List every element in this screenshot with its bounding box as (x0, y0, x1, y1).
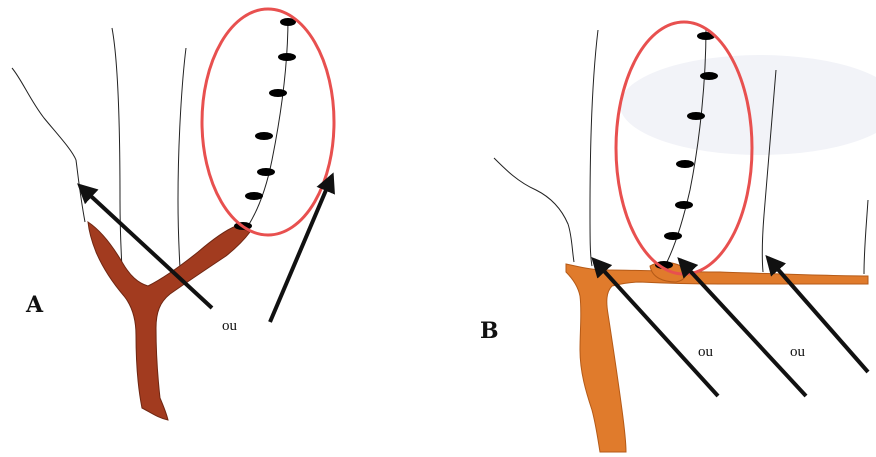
panel-a-arrow-right (270, 176, 332, 322)
panel-a-tissue-line-2 (178, 48, 186, 268)
panel-a-stitch (257, 168, 275, 176)
panel-b-letter: B (480, 318, 499, 344)
panel-a-highlight-ellipse (202, 9, 334, 235)
panel-b-stitch (700, 72, 718, 80)
panel-b-stitch (676, 160, 694, 168)
panel-a-ou-label: ou (222, 318, 238, 334)
panel-a-tissue-outline-left (12, 68, 85, 222)
panel-b-stitch (675, 201, 693, 209)
panel-b-tissue-outline-left (494, 158, 574, 262)
panel-b-stitch (687, 112, 705, 120)
panel-a-stitch (269, 89, 287, 97)
panel-a: ou A (12, 9, 334, 420)
panel-b-ou-label-1: ou (698, 344, 714, 360)
panel-b-tissue-line-3 (864, 200, 868, 274)
panel-b-ou-label-2: ou (790, 344, 806, 360)
panel-a-stitch (255, 132, 273, 140)
panel-a-stitch (245, 192, 263, 200)
panel-b: ou ou B (480, 22, 876, 452)
panel-b-vessel (566, 264, 868, 452)
panel-b-tissue-line-1 (590, 30, 598, 266)
panel-a-stitch (278, 53, 296, 61)
panel-b-stitch (664, 232, 682, 240)
panel-a-letter: A (25, 292, 44, 318)
panel-a-tissue-line-1 (112, 28, 122, 268)
